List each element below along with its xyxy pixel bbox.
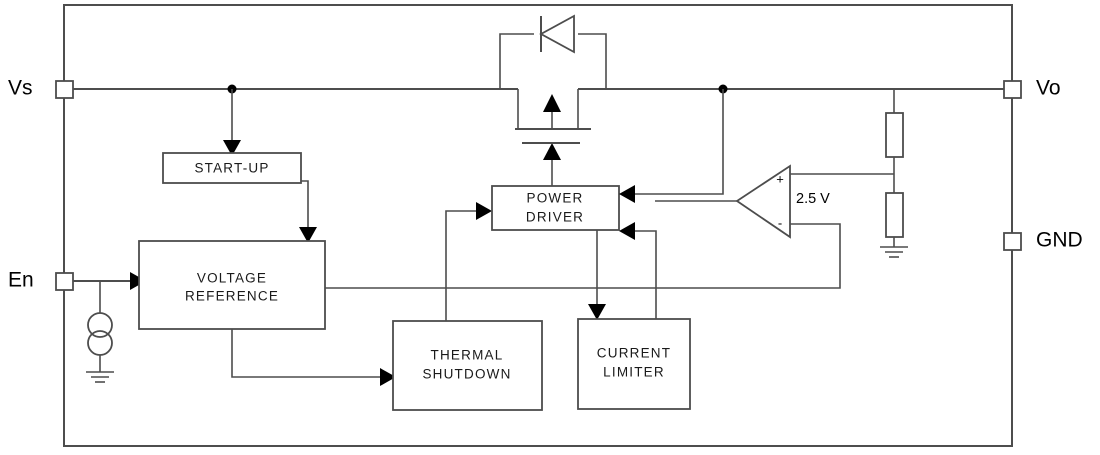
block-power-driver-label-1: POWER [526, 191, 583, 206]
amplifier-minus-sign: - [778, 215, 782, 230]
block-current-limiter-label-2: LIMITER [603, 365, 665, 380]
arrow-thermal-to-powerdriver [476, 202, 492, 220]
pin-vs-label: Vs [8, 77, 33, 100]
block-voltage-reference[interactable] [138, 240, 326, 330]
arrow-startup-to-vref [299, 227, 317, 243]
amplifier-plus-sign: + [776, 171, 784, 186]
pin-gnd-label: GND [1036, 229, 1083, 252]
block-voltage-reference-label-2: REFERENCE [185, 289, 279, 304]
block-thermal-shutdown-label-2: SHUTDOWN [422, 367, 511, 382]
arrow-currentlimiter-to-powerdriver [619, 222, 635, 240]
diode-triangle [539, 14, 575, 54]
pin-vo-square[interactable] [1003, 80, 1022, 99]
mosfet-body-arrow [543, 94, 561, 112]
current-source-circle-top [87, 312, 113, 338]
arrow-powerdriver-to-gate [543, 143, 561, 160]
wire-vref-to-thermal [231, 329, 380, 378]
arrow-powerdriver-to-currentlimiter [588, 304, 606, 320]
pin-vs-square[interactable] [55, 80, 74, 99]
block-thermal-shutdown[interactable] [392, 320, 543, 411]
arrow-vo-tap-to-powerdriver [619, 185, 635, 203]
wire-startup-to-vref [301, 180, 309, 227]
wire-vo-tap-to-powerdriver [635, 89, 724, 195]
block-voltage-reference-label-1: VOLTAGE [197, 271, 267, 286]
wire-vref-to-amp-minus [325, 223, 841, 289]
resistor-bottom [885, 192, 904, 238]
block-current-limiter-label-1: CURRENT [597, 346, 671, 361]
device-boundary [63, 4, 1013, 447]
block-thermal-shutdown-label-1: THERMAL [431, 348, 504, 363]
arrow-en-to-vref [130, 272, 146, 290]
resistor-top [885, 112, 904, 158]
wire-currentlimiter-to-powerdriver [635, 230, 657, 319]
block-power-driver[interactable] [491, 185, 620, 231]
block-start-up[interactable] [162, 152, 302, 184]
arrow-vref-to-thermal [380, 368, 396, 386]
pin-en-label: En [8, 269, 34, 292]
diode-loop-left [499, 33, 534, 89]
pin-gnd-square[interactable] [1003, 232, 1022, 251]
diode-loop-right [578, 33, 607, 89]
wire-thermal-to-powerdriver [445, 210, 476, 321]
error-amplifier-triangle [735, 164, 791, 239]
pin-en-square[interactable] [55, 272, 74, 291]
block-current-limiter[interactable] [577, 318, 691, 410]
amplifier-reference-label: 2.5 V [796, 191, 830, 207]
pin-vo-label: Vo [1036, 77, 1061, 100]
arrow-vs-to-startup [223, 140, 241, 156]
block-power-driver-label-2: DRIVER [526, 210, 584, 225]
block-start-up-label: START-UP [194, 161, 269, 176]
current-source-circle-bottom [87, 330, 113, 356]
